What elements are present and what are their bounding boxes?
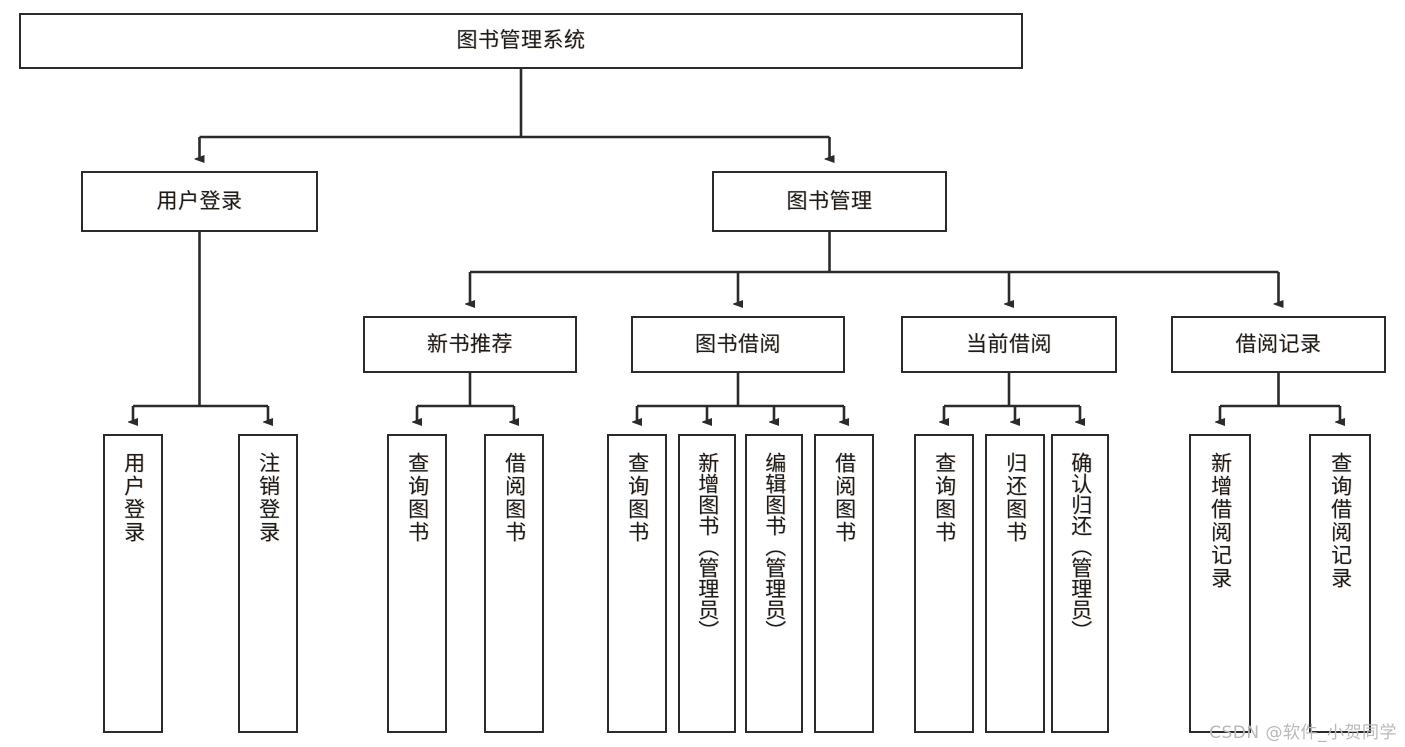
node-label: 借阅图书: [832, 452, 857, 544]
node-label: 注销登录: [256, 452, 281, 544]
node-label: 查询图书: [625, 452, 650, 544]
node-label: 查询图书: [932, 452, 957, 544]
node-current[interactable]: 当前借阅: [901, 316, 1117, 373]
node-newbook[interactable]: 新书推荐: [363, 316, 577, 373]
node-l-add[interactable]: 新增图书（管理员）: [678, 434, 736, 733]
node-record[interactable]: 借阅记录: [1171, 316, 1386, 373]
node-label: 查询图书: [405, 452, 430, 544]
node-label: 图书借阅: [695, 331, 781, 356]
node-l-q1[interactable]: 查询图书: [387, 434, 447, 733]
csdn-watermark: CSDN @软件_小贺同学: [1209, 723, 1397, 743]
node-root[interactable]: 图书管理系统: [19, 13, 1023, 69]
node-label: 归还图书: [1003, 452, 1028, 544]
node-label: 图书管理: [786, 188, 873, 213]
node-l-logout[interactable]: 注销登录: [238, 434, 298, 733]
node-l-q2[interactable]: 查询图书: [607, 434, 667, 733]
node-label: 用户登录: [121, 452, 146, 544]
node-label: 用户登录: [156, 188, 243, 213]
node-label: 新增图书（管理员）: [695, 452, 720, 641]
node-label: 查询借阅记录: [1328, 452, 1353, 590]
node-label: 当前借阅: [966, 331, 1052, 356]
node-label: 借阅记录: [1235, 331, 1322, 356]
node-l-confirm[interactable]: 确认归还（管理员）: [1051, 434, 1109, 733]
node-l-edit[interactable]: 编辑图书（管理员）: [745, 434, 803, 733]
node-l-addrec[interactable]: 新增借阅记录: [1189, 434, 1251, 733]
node-label: 确认归还（管理员）: [1068, 452, 1093, 641]
node-bookmgmt[interactable]: 图书管理: [712, 171, 947, 232]
node-label: 图书管理系统: [456, 28, 586, 53]
node-label: 编辑图书（管理员）: [762, 452, 787, 641]
node-label: 借阅图书: [502, 452, 527, 544]
node-borrow[interactable]: 图书借阅: [631, 316, 845, 373]
node-login[interactable]: 用户登录: [81, 171, 318, 232]
node-l-b2[interactable]: 借阅图书: [814, 434, 874, 733]
node-l-q3[interactable]: 查询图书: [914, 434, 974, 733]
node-l-login[interactable]: 用户登录: [103, 434, 163, 733]
node-label: 新增借阅记录: [1208, 452, 1233, 590]
node-l-return[interactable]: 归还图书: [985, 434, 1045, 733]
node-label: 新书推荐: [427, 331, 513, 356]
node-l-b1[interactable]: 借阅图书: [484, 434, 544, 733]
node-l-qrec[interactable]: 查询借阅记录: [1309, 434, 1371, 733]
